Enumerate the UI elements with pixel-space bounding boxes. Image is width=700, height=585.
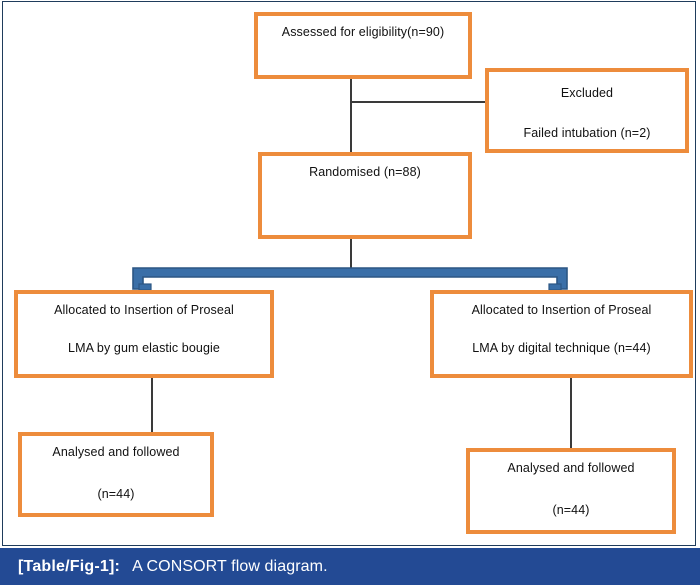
node-excluded: Excluded Failed intubation (n=2) <box>485 68 689 153</box>
figure-caption-bar: [Table/Fig-1]: A CONSORT flow diagram. <box>0 548 700 585</box>
connector-allocation-right-to-analysed-right <box>570 378 572 449</box>
randomisation-split-bracket-icon <box>132 267 568 290</box>
node-allocation-left: Allocated to Insertion of Proseal LMA by… <box>14 290 274 378</box>
node-randomised: Randomised (n=88) <box>258 152 472 239</box>
node-analysed-right: Analysed and followed (n=44) <box>466 448 676 534</box>
node-excluded-line-1: Excluded <box>560 86 614 100</box>
node-analysed-left-line-2: (n=44) <box>97 487 135 501</box>
consort-diagram-canvas: Assessed for eligibility(n=90) Excluded … <box>14 12 693 534</box>
connector-assessed-to-excluded <box>350 101 487 103</box>
node-randomised-line-1: Randomised (n=88) <box>309 165 421 179</box>
figure-caption-label: [Table/Fig-1]: <box>18 557 121 575</box>
node-assessed-for-eligibility: Assessed for eligibility(n=90) <box>254 12 472 79</box>
node-excluded-line-2: Failed intubation (n=2) <box>523 126 651 140</box>
node-assessed-line-1: Assessed for eligibility(n=90) <box>281 25 445 39</box>
node-allocation-right-line-2: LMA by digital technique (n=44) <box>472 341 651 355</box>
node-allocation-left-line-2: LMA by gum elastic bougie <box>68 341 220 355</box>
node-allocation-right: Allocated to Insertion of Proseal LMA by… <box>430 290 693 378</box>
connector-assessed-to-randomised <box>350 79 352 153</box>
node-allocation-right-line-1: Allocated to Insertion of Proseal <box>471 303 652 317</box>
figure-caption-text: A CONSORT flow diagram. <box>132 557 328 575</box>
node-analysed-right-line-1: Analysed and followed <box>507 461 635 475</box>
node-analysed-left-line-1: Analysed and followed <box>52 445 180 459</box>
node-analysed-left: Analysed and followed (n=44) <box>18 432 214 517</box>
node-analysed-right-line-2: (n=44) <box>552 503 590 517</box>
connector-allocation-left-to-analysed-left <box>151 378 153 433</box>
node-allocation-left-line-1: Allocated to Insertion of Proseal <box>54 303 234 317</box>
connector-randomised-to-bracket <box>350 239 352 270</box>
